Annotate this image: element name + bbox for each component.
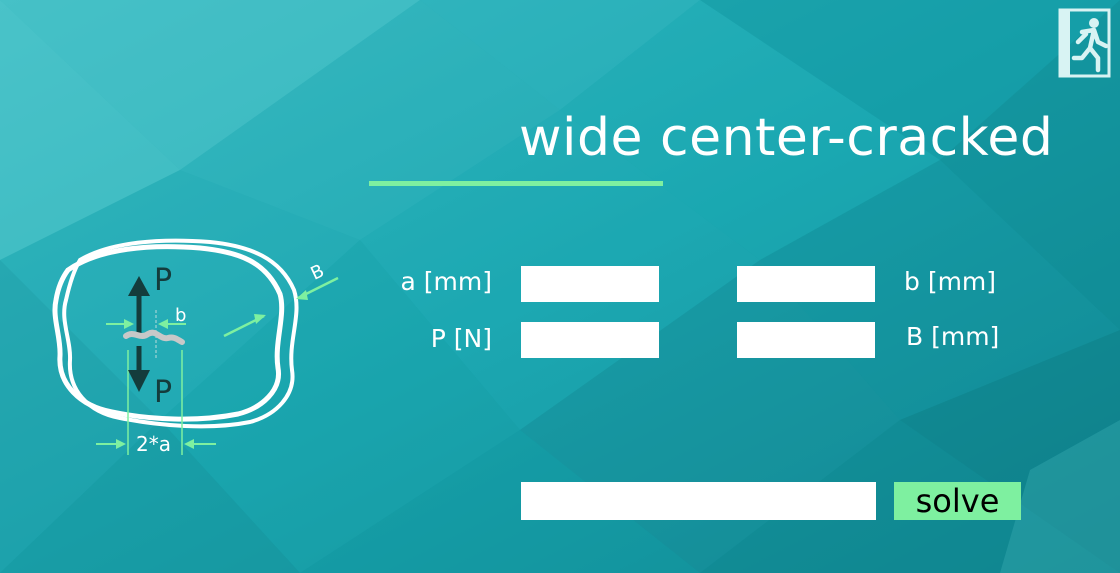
- label-B: B [mm]: [906, 322, 1000, 351]
- crack-diagram: B P P b 2*a: [52, 238, 339, 456]
- a-input[interactable]: [521, 266, 659, 302]
- diagram-label-B: B: [307, 260, 327, 284]
- diagram-label-b: b: [175, 305, 186, 326]
- label-P: P [N]: [430, 324, 492, 353]
- diagram-label-2a: 2*a: [136, 432, 171, 456]
- crack-line: [123, 329, 185, 345]
- plate-back-outline: [62, 238, 299, 429]
- result-field[interactable]: [521, 482, 876, 520]
- diagram-label-P-bottom: P: [154, 375, 172, 410]
- title-underline: [369, 181, 663, 186]
- label-a: a [mm]: [400, 267, 492, 296]
- plate-front-outline: [52, 244, 285, 422]
- exit-door-running-man-icon: [1058, 8, 1111, 78]
- P-input[interactable]: [521, 322, 659, 358]
- page-title: wide center-cracked: [519, 108, 1054, 168]
- b-input[interactable]: [737, 266, 875, 302]
- solve-button[interactable]: solve: [894, 482, 1021, 520]
- exit-button[interactable]: [1058, 8, 1111, 78]
- diagram-label-P-top: P: [154, 263, 172, 298]
- label-b: b [mm]: [904, 267, 997, 296]
- B-input[interactable]: [737, 322, 875, 358]
